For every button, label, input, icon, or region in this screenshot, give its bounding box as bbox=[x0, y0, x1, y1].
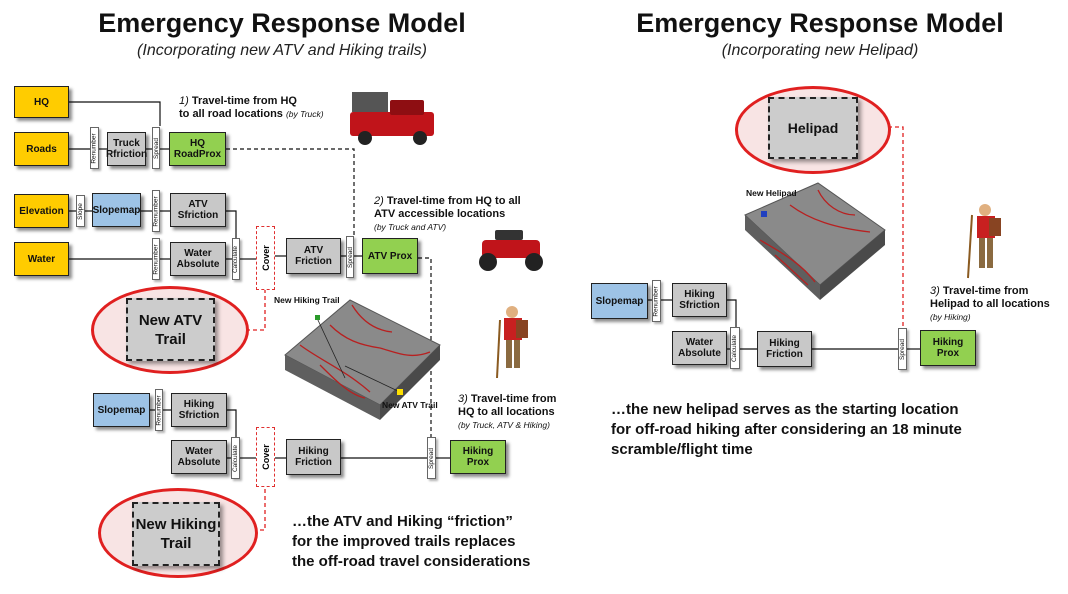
left-title: Emergency Response Model bbox=[98, 8, 466, 38]
note-1: 1) Travel-time from HQ to all road locat… bbox=[179, 95, 324, 121]
right-conclusion-line-2: for off-road hiking after considering an… bbox=[611, 421, 962, 438]
water-absolute-box[interactable]: Water Absolute bbox=[170, 242, 226, 276]
helipad-box[interactable]: Helipad bbox=[768, 97, 858, 159]
map-label-hiking-trail: New Hiking Trail bbox=[274, 295, 340, 305]
spread-tool[interactable]: Spread bbox=[152, 127, 160, 169]
note-right-text2: Helipad to all locations bbox=[930, 298, 1050, 310]
renumber-tool[interactable]: Renumber bbox=[90, 127, 99, 169]
cover-tool-2[interactable]: Cover bbox=[256, 427, 275, 487]
right-subtitle: (Incorporating new Helipad) bbox=[721, 42, 919, 59]
spread-tool[interactable]: Spread bbox=[427, 437, 436, 479]
hiking-sfriction-box-right[interactable]: Hiking Sfriction bbox=[672, 283, 727, 317]
renumber-tool[interactable]: Renumber bbox=[152, 238, 160, 280]
calculate-tool[interactable]: Calculate bbox=[232, 238, 240, 280]
note-2-num: 2) bbox=[374, 195, 384, 207]
spread-tool[interactable]: Spread bbox=[346, 236, 354, 278]
slopemap-box-2[interactable]: Slopemap bbox=[93, 393, 150, 427]
new-atv-trail-box[interactable]: New ATV Trail bbox=[126, 298, 215, 361]
note-3: 3) Travel-time from HQ to all locations … bbox=[458, 393, 556, 432]
note-3-text2: HQ to all locations bbox=[458, 406, 555, 418]
renumber-tool[interactable]: Renumber bbox=[152, 190, 160, 232]
note-1-text: Travel-time from HQ bbox=[191, 95, 297, 107]
hq-input[interactable]: HQ bbox=[14, 86, 69, 118]
note-right: 3) Travel-time from Helipad to all locat… bbox=[930, 285, 1050, 324]
map-label-helipad: New Helipad bbox=[746, 188, 797, 198]
calculate-tool[interactable]: Calculate bbox=[231, 437, 240, 479]
hiking-friction-box-right[interactable]: Hiking Friction bbox=[757, 331, 812, 367]
left-conclusion: …the ATV and Hiking “friction” for the i… bbox=[292, 512, 530, 572]
left-conclusion-line-3: the off-road travel considerations bbox=[292, 553, 531, 570]
hiking-friction-box[interactable]: Hiking Friction bbox=[286, 439, 341, 475]
slopemap-box-right[interactable]: Slopemap bbox=[591, 283, 648, 319]
elevation-input[interactable]: Elevation bbox=[14, 194, 69, 228]
note-3-num: 3) bbox=[458, 393, 468, 405]
hq-roadprox-box[interactable]: HQ RoadProx bbox=[169, 132, 226, 166]
note-1-text2: to all road locations bbox=[179, 108, 283, 120]
hiking-prox-box-right[interactable]: Hiking Prox bbox=[920, 330, 976, 366]
slopemap-box[interactable]: Slopemap bbox=[92, 193, 141, 227]
atv-prox-box[interactable]: ATV Prox bbox=[362, 238, 418, 274]
water-absolute-box-2[interactable]: Water Absolute bbox=[171, 440, 227, 474]
note-3-text: Travel-time from bbox=[470, 393, 557, 405]
renumber-tool[interactable]: Renumber bbox=[155, 389, 163, 431]
note-1-sub: (by Truck) bbox=[285, 109, 324, 119]
right-conclusion-line-1: …the new helipad serves as the starting … bbox=[611, 401, 959, 418]
map-label-atv-trail: New ATV Trail bbox=[382, 400, 438, 410]
note-2: 2) Travel-time from HQ to all ATV access… bbox=[374, 195, 521, 234]
left-subtitle: (Incorporating new ATV and Hiking trails… bbox=[137, 42, 427, 59]
water-input[interactable]: Water bbox=[14, 242, 69, 276]
atv-sfriction-box[interactable]: ATV Sfriction bbox=[170, 193, 226, 227]
note-right-text: Travel-time from bbox=[942, 285, 1029, 297]
hiking-sfriction-box[interactable]: Hiking Sfriction bbox=[171, 393, 227, 427]
note-1-num: 1) bbox=[179, 95, 189, 107]
calculate-tool[interactable]: Calculate bbox=[730, 327, 740, 369]
right-conclusion: …the new helipad serves as the starting … bbox=[611, 400, 962, 460]
atv-friction-box[interactable]: ATV Friction bbox=[286, 238, 341, 274]
right-conclusion-line-3: scramble/flight time bbox=[611, 441, 753, 458]
truck-rfriction-box[interactable]: Truck Rfriction bbox=[106, 132, 147, 166]
right-title: Emergency Response Model bbox=[636, 8, 1004, 38]
note-2-text: Travel-time from HQ to all bbox=[386, 195, 521, 207]
new-hiking-trail-box[interactable]: New Hiking Trail bbox=[132, 502, 220, 566]
tool-label: Calculate bbox=[731, 334, 739, 362]
spread-tool[interactable]: Spread bbox=[898, 328, 907, 370]
tool-label: Spread bbox=[899, 338, 906, 360]
note-2-sub: (by Truck and ATV) bbox=[374, 222, 447, 232]
tool-label: Renumber bbox=[653, 285, 661, 317]
left-conclusion-line-1: …the ATV and Hiking “friction” bbox=[292, 513, 513, 530]
note-right-num: 3) bbox=[930, 285, 940, 297]
water-absolute-box-right[interactable]: Water Absolute bbox=[672, 331, 727, 365]
note-2-text2: ATV accessible locations bbox=[374, 208, 506, 220]
slope-tool[interactable]: Slope bbox=[76, 195, 85, 227]
roads-input[interactable]: Roads bbox=[14, 132, 69, 166]
hiking-prox-box[interactable]: Hiking Prox bbox=[450, 440, 506, 474]
note-right-sub: (by Hiking) bbox=[930, 312, 971, 322]
renumber-tool[interactable]: Renumber bbox=[652, 280, 661, 322]
left-conclusion-line-2: for the improved trails replaces bbox=[292, 533, 516, 550]
cover-tool[interactable]: Cover bbox=[256, 226, 275, 290]
note-3-sub: (by Truck, ATV & Hiking) bbox=[458, 420, 550, 430]
